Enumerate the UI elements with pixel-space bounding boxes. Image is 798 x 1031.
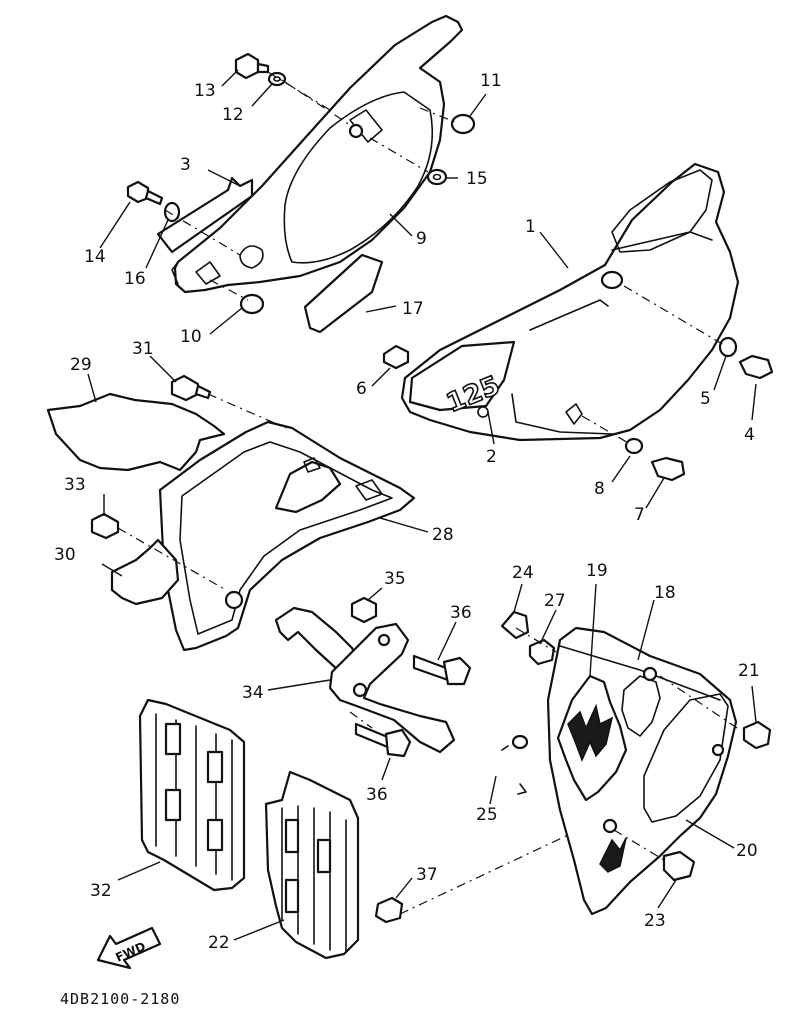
fastener-13: [234, 52, 270, 80]
washer-8: [624, 437, 644, 455]
callout-11: 11: [480, 71, 502, 91]
callout-31: 31: [132, 339, 154, 359]
callout-29: 29: [70, 355, 92, 375]
right-side-cover: 125: [400, 162, 740, 442]
callout-32: 32: [90, 881, 112, 901]
callout-19: 19: [586, 561, 608, 581]
callout-15: 15: [466, 169, 488, 189]
left-side-cover: [171, 14, 464, 294]
fwd-arrow: FWD: [96, 926, 162, 970]
callout-10: 10: [180, 327, 202, 347]
callout-22: 22: [208, 933, 230, 953]
callout-23: 23: [644, 911, 666, 931]
washer-25-a: [511, 734, 529, 750]
washer-12: [267, 71, 287, 87]
grommet-10: [239, 293, 265, 315]
callout-21: 21: [738, 661, 760, 681]
decal-part-17: [303, 253, 384, 334]
callout-37: 37: [416, 865, 438, 885]
drawing-code: 4DB2100-2180: [60, 990, 180, 1008]
bolt-21: [742, 720, 772, 750]
callout-16: 16: [124, 269, 146, 289]
bracket-34: [274, 606, 456, 754]
callout-4: 4: [744, 425, 755, 445]
bolt-36-lower: [354, 722, 412, 758]
callout-18: 18: [654, 583, 676, 603]
clip-37: [374, 896, 404, 924]
callout-30: 30: [54, 545, 76, 565]
callout-1: 1: [525, 217, 536, 237]
callout-5: 5: [700, 389, 711, 409]
callout-2: 2: [486, 447, 497, 467]
callout-27: 27: [544, 591, 566, 611]
decal-part-30: [110, 538, 180, 606]
callout-3: 3: [180, 155, 191, 175]
leader-lines: [87, 69, 757, 941]
bolt-7: [650, 456, 686, 482]
washer-16: [163, 201, 181, 223]
callout-labels: 1 2 3 4 5 6 7 8 9 10 11 12 13 14 15 16 1…: [54, 71, 760, 953]
bolt-31: [170, 374, 212, 402]
callout-14: 14: [84, 247, 106, 267]
callout-17: 17: [402, 299, 424, 319]
callout-8: 8: [594, 479, 605, 499]
number-plate-28: [158, 420, 416, 652]
callout-9: 9: [416, 229, 427, 249]
shroud-18: [546, 626, 738, 916]
bolt-4: [738, 354, 774, 380]
callout-25: 25: [476, 805, 498, 825]
bolt-14: [126, 180, 164, 206]
radiator-guard-22: [264, 770, 360, 960]
callout-33: 33: [64, 475, 86, 495]
decal-part-29: [46, 392, 226, 472]
callout-24: 24: [512, 563, 534, 583]
callout-34: 34: [242, 683, 264, 703]
radiator-guard-32: [138, 698, 246, 892]
bolt-23: [662, 850, 696, 882]
callout-6: 6: [356, 379, 367, 399]
bracket-part-3: [156, 176, 254, 254]
bolt-36-upper: [412, 654, 472, 686]
callout-28: 28: [432, 525, 454, 545]
callout-36-upper: 36: [450, 603, 472, 623]
callout-20: 20: [736, 841, 758, 861]
bracket-24: [500, 610, 530, 640]
callout-13: 13: [194, 81, 216, 101]
callout-36-lower: 36: [366, 785, 388, 805]
grommet-11: [450, 113, 476, 135]
washer-5: [718, 336, 738, 358]
washer-15: [426, 168, 448, 186]
bolt-33: [90, 512, 120, 540]
callout-7: 7: [634, 505, 645, 525]
nut-35: [350, 596, 378, 624]
callout-12: 12: [222, 105, 244, 125]
callout-35: 35: [384, 569, 406, 589]
grommet-6: [382, 344, 410, 370]
bolt-27: [528, 638, 556, 666]
